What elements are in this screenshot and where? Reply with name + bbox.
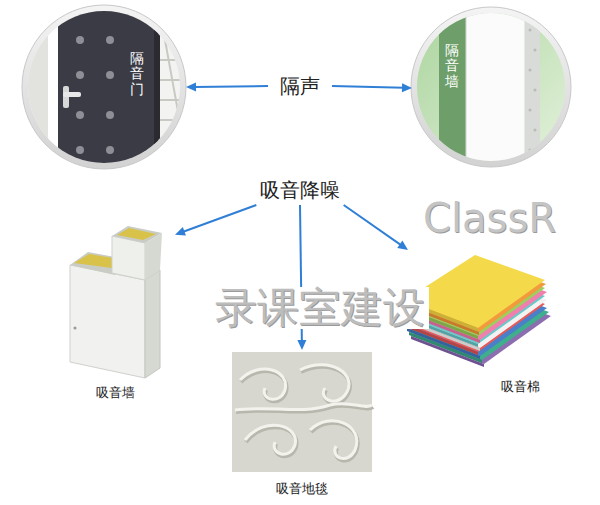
carpet-picture bbox=[232, 352, 373, 472]
watermark: ClassR bbox=[419, 198, 560, 238]
door-circle: 隔音门 bbox=[22, 5, 186, 169]
group-heading: 吸音降噪 bbox=[248, 175, 352, 205]
item-label: 吸音棉 bbox=[501, 379, 540, 396]
arrowhead bbox=[402, 83, 412, 92]
arrowhead bbox=[175, 227, 186, 235]
vertical-label: 隔音墙 bbox=[445, 43, 459, 89]
wall-picture bbox=[410, 0, 575, 170]
vertical-label: 隔音门 bbox=[130, 51, 144, 97]
item-label: 吸音墙 bbox=[96, 385, 135, 402]
product-item: 吸音地毯 bbox=[228, 350, 376, 498]
connector-line bbox=[344, 205, 402, 245]
arrow-connector bbox=[332, 83, 412, 92]
connector-line bbox=[332, 86, 404, 88]
item-label: 吸音地毯 bbox=[276, 481, 328, 498]
group-heading: 隔声 bbox=[268, 71, 332, 101]
arrow-connector bbox=[175, 205, 256, 235]
arrowhead bbox=[397, 241, 408, 250]
product-item: 吸音墙 bbox=[55, 224, 175, 402]
door-picture bbox=[20, 5, 190, 175]
heading-text: 隔声 bbox=[280, 73, 320, 99]
arrow-connector bbox=[344, 205, 408, 250]
connector-line bbox=[183, 205, 257, 232]
arrowhead bbox=[186, 82, 196, 91]
heading-text: 吸音降噪 bbox=[260, 177, 340, 203]
watermark: 录课室建设 bbox=[211, 287, 429, 329]
arrowhead bbox=[297, 340, 306, 350]
absorb-wall-picture bbox=[70, 226, 162, 378]
wall-circle: 隔音墙 bbox=[412, 9, 570, 167]
connector-line bbox=[194, 85, 268, 88]
arrow-connector bbox=[186, 82, 268, 91]
